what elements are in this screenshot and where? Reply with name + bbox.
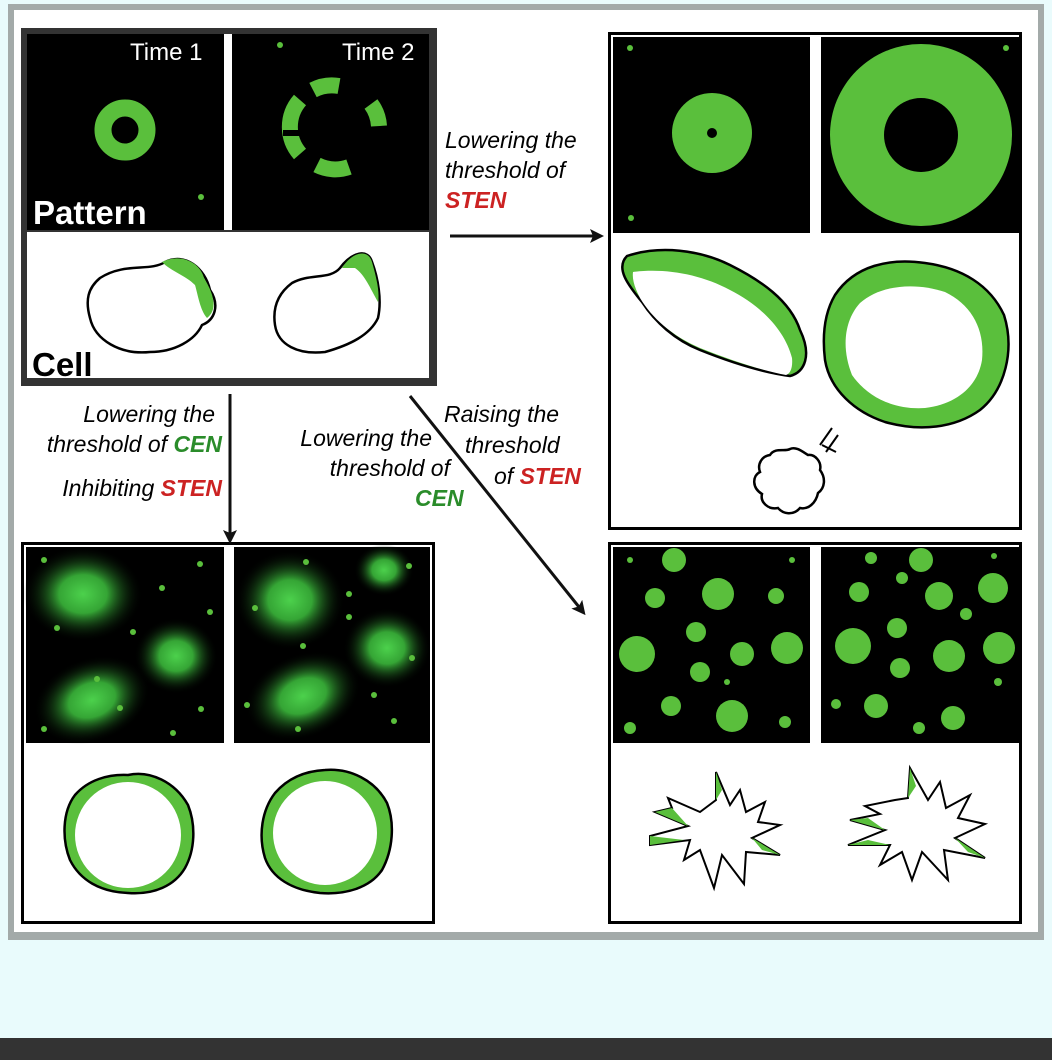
time1-label: Time 1 xyxy=(130,39,202,66)
broken-ring-time2 xyxy=(281,77,387,178)
panel-bottom-left xyxy=(21,542,435,924)
label-right-1: Lowering the xyxy=(445,127,577,153)
pattern-label: Pattern xyxy=(33,194,147,231)
ring-time1 xyxy=(94,99,156,161)
arrow-diagonal xyxy=(408,395,586,616)
label-diag-right-1: Raising the xyxy=(444,401,559,427)
label-down-1: Lowering the xyxy=(83,401,215,427)
label-right-3: STEN xyxy=(445,187,507,213)
cell-time2 xyxy=(273,252,381,354)
time2-label: Time 2 xyxy=(342,39,414,66)
label-right-2: threshold of xyxy=(445,157,568,183)
panel-top-left: Time 1 Time 2 Pattern Cell xyxy=(21,28,437,386)
label-diag-right-2: threshold xyxy=(465,432,561,458)
label-diag-left-1: Lowering the xyxy=(300,425,432,451)
label-down-3: Inhibiting STEN xyxy=(62,475,222,501)
panel-top-right xyxy=(608,32,1022,530)
label-diag-right-3: of STEN xyxy=(494,463,581,489)
cell-small-wrinkled xyxy=(753,447,826,515)
label-diag-left-3: CEN xyxy=(415,485,464,511)
bottom-bar xyxy=(0,1038,1052,1060)
cell-label: Cell xyxy=(32,346,93,383)
label-down-2: threshold of CEN xyxy=(47,431,223,457)
panel-bottom-right xyxy=(608,542,1022,924)
label-diag-left-2: threshold of xyxy=(330,455,453,481)
